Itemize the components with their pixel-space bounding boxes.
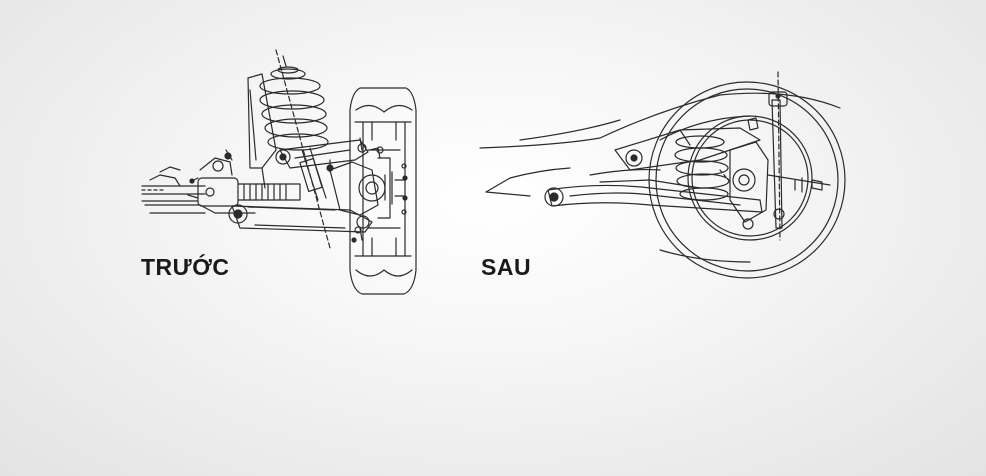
front-strut-tower <box>247 73 277 189</box>
front-upper-arm <box>275 139 369 169</box>
rear-center-lines <box>659 169 751 263</box>
rear-shock <box>768 71 788 241</box>
front-steering-rack <box>187 149 301 207</box>
rear-body-outline <box>479 92 841 197</box>
rear-suspension-drawing <box>479 71 846 279</box>
rear-drum <box>648 81 846 279</box>
front-label: TRƯỚC <box>141 254 230 280</box>
front-coil-spring <box>259 49 331 249</box>
front-wheel <box>349 87 417 295</box>
front-suspension-drawing <box>141 49 417 295</box>
rear-knuckle <box>729 117 831 230</box>
rear-label: SAU <box>481 254 532 280</box>
front-knuckle-hub <box>326 146 408 243</box>
